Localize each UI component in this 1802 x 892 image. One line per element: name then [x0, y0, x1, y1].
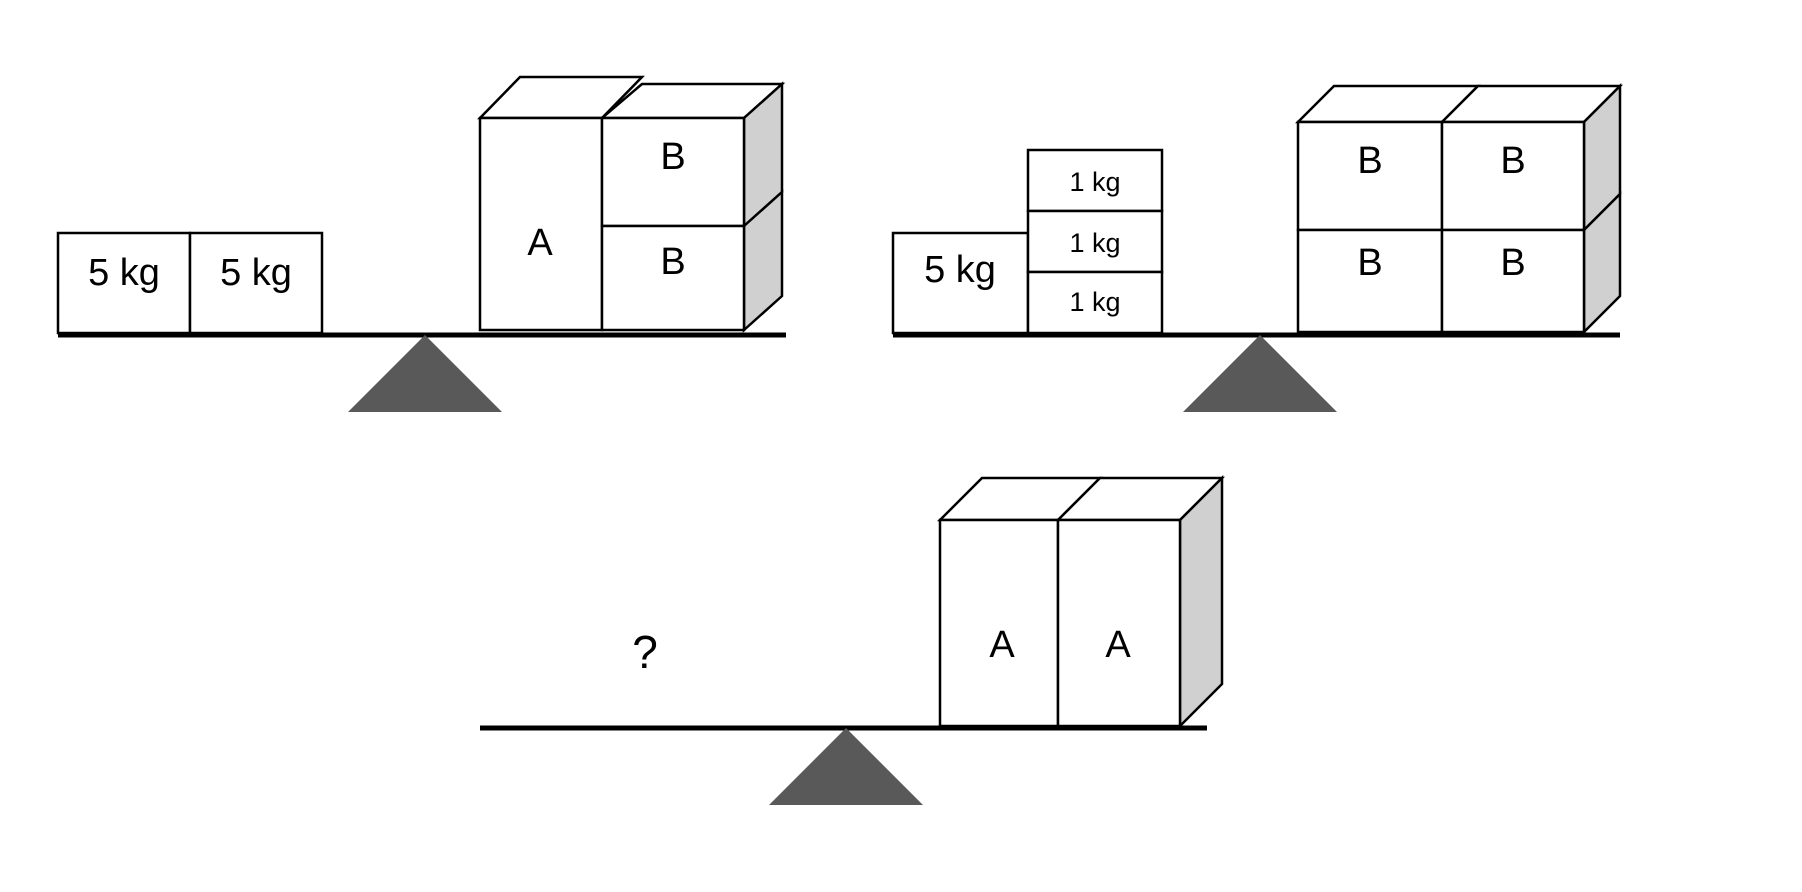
block-b-label: B: [660, 136, 685, 178]
block-b-label: B: [1500, 140, 1525, 182]
weight-label: 1 kg: [1069, 287, 1120, 317]
weight-block-1kg: [1026, 209, 1164, 274]
block-a: [938, 518, 1060, 728]
block-b: [1440, 120, 1586, 232]
weight-block-5kg: [188, 231, 324, 335]
block-b: [1296, 228, 1444, 334]
block-b-label: B: [1500, 242, 1525, 284]
scale-1-fulcrum: [348, 335, 502, 412]
block-a: [1056, 518, 1182, 728]
weight-label: 5 kg: [220, 252, 292, 294]
block-b-label: B: [1357, 242, 1382, 284]
weight-block-1kg: [1026, 148, 1164, 213]
block-a-label: A: [527, 222, 553, 264]
scale-3-fulcrum: [769, 728, 923, 805]
weight-label: 5 kg: [924, 249, 996, 291]
weight-block-5kg: [891, 231, 1030, 335]
block-b: [600, 224, 746, 332]
scale-3: ? A A: [480, 474, 1226, 805]
scale-2-fulcrum: [1183, 335, 1337, 412]
block-a-side-face: [1178, 474, 1224, 730]
weight-label: 1 kg: [1069, 228, 1120, 258]
scale-1-right-blocks: A B B: [477, 75, 786, 333]
block-b: [600, 116, 746, 228]
block-a-label: A: [989, 624, 1015, 666]
scale-3-right-blocks: A A: [936, 474, 1226, 730]
block-a-label: A: [1105, 624, 1131, 666]
weight-label: 5 kg: [88, 252, 160, 294]
block-b: [1440, 228, 1586, 334]
scale-1-left-blocks: 5 kg 5 kg: [56, 231, 324, 335]
block-b-label: B: [1357, 140, 1382, 182]
block-b-label: B: [660, 241, 685, 283]
scale-1: 5 kg 5 kg A B B: [56, 75, 786, 412]
weight-block-5kg: [56, 231, 192, 335]
scale-2-right-blocks: B B B B: [1294, 82, 1624, 336]
scale-2-left-blocks: 5 kg 1 kg 1 kg 1 kg: [891, 148, 1164, 335]
scale-2: 5 kg 1 kg 1 kg 1 kg B B B B: [891, 82, 1624, 412]
unknown-weight-label: ?: [632, 626, 658, 678]
weight-label: 1 kg: [1069, 167, 1120, 197]
